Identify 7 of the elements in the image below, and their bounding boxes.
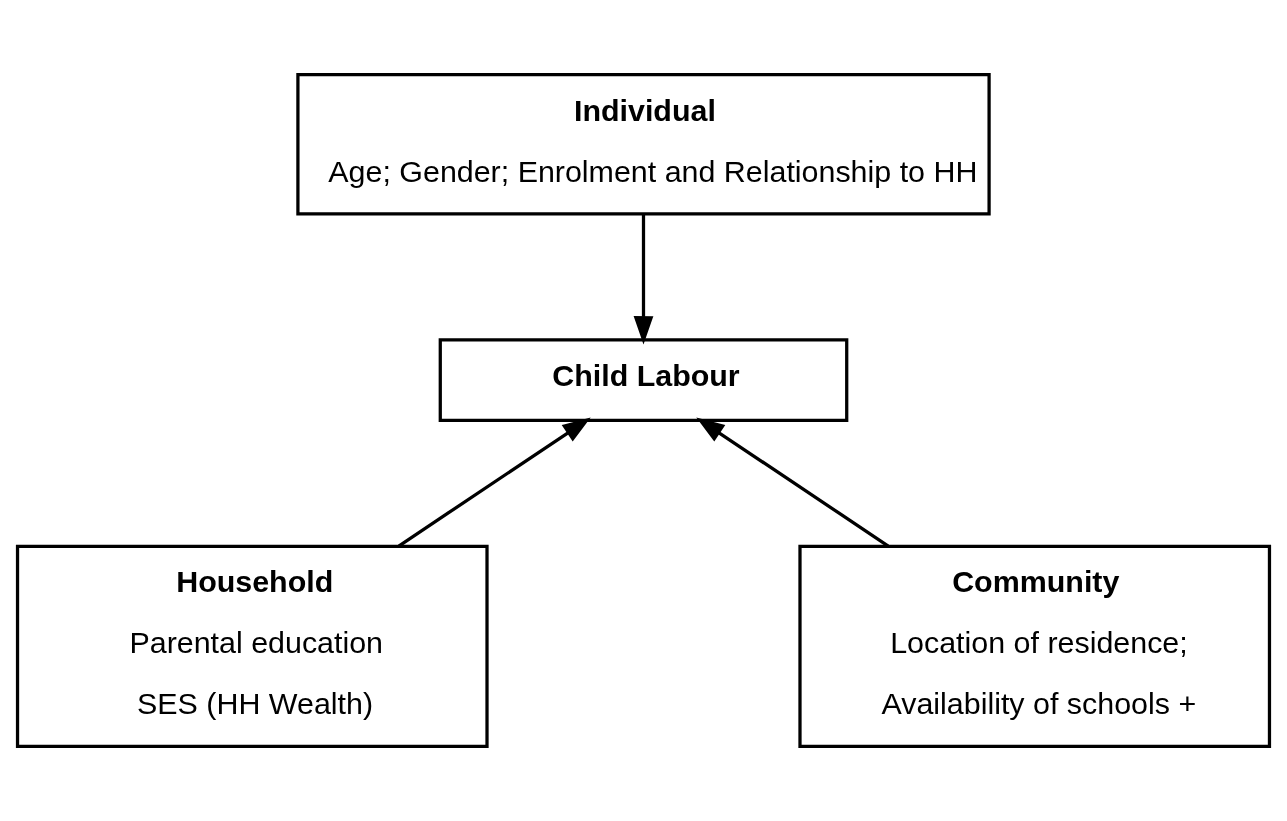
node-box: Household Parental education SES (HH Wealth) [15,544,489,748]
arrow [397,417,591,548]
arrow [633,214,654,345]
arrow [696,417,890,548]
node-box: Child Labour [438,338,849,422]
node-box: Community Location of residence; Availability of schools + [798,544,1272,748]
node-box: Individual Age; Gender; Enrolment and Relationship to HH [296,73,991,216]
